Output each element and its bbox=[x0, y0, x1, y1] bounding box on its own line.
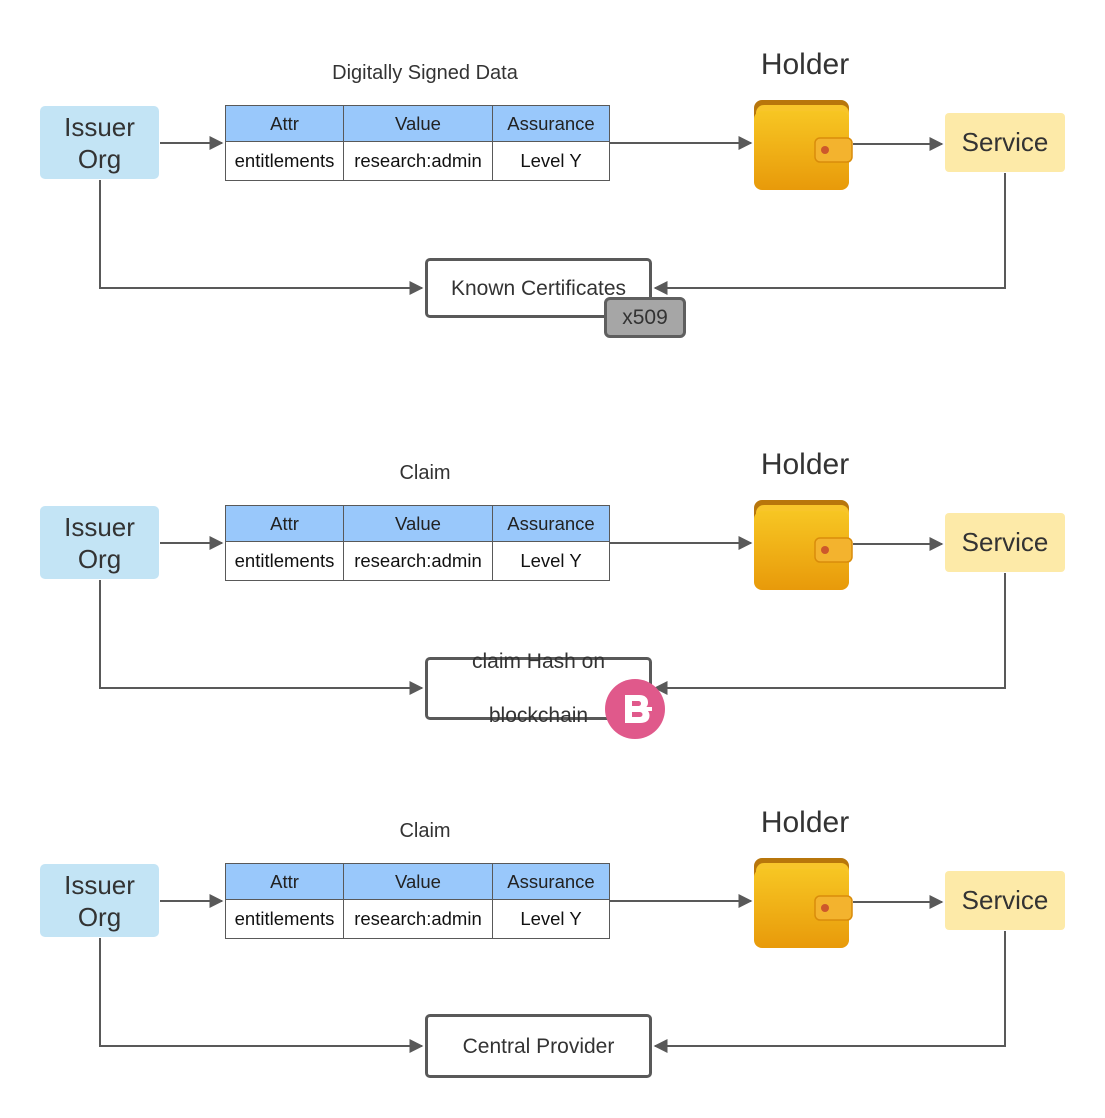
table-header-row: Attr Value Assurance bbox=[225, 863, 610, 900]
header-attr: Attr bbox=[225, 863, 344, 900]
attribute-table: Attr Value Assurance entitlements resear… bbox=[225, 505, 610, 581]
wallet-icon bbox=[754, 500, 853, 590]
cell-attr: entitlements bbox=[225, 541, 344, 581]
service-label: Service bbox=[961, 527, 1049, 557]
caption: Claim bbox=[399, 462, 451, 484]
table-header-row: Attr Value Assurance bbox=[225, 505, 610, 542]
holder-title: Holder bbox=[760, 448, 850, 481]
attribute-table: Attr Value Assurance entitlements resear… bbox=[225, 863, 610, 939]
service-box: Service bbox=[945, 513, 1065, 572]
panel-digitally-signed: Digitally Signed Data Holder Issuer Org … bbox=[0, 0, 1105, 360]
issuer-label: Issuer Org bbox=[50, 111, 150, 175]
table-row: entitlements research:admin Level Y bbox=[225, 541, 610, 581]
header-value: Value bbox=[343, 505, 493, 542]
x509-label: x509 bbox=[622, 305, 668, 329]
caption: Claim bbox=[399, 820, 451, 842]
issuer-label-line2: Org bbox=[77, 901, 122, 932]
verifier-label-line1: claim Hash on bbox=[471, 650, 606, 673]
header-assurance: Assurance bbox=[492, 863, 610, 900]
holder-title: Holder bbox=[760, 48, 850, 81]
connectors bbox=[99, 136, 1006, 295]
x509-badge: x509 bbox=[604, 297, 686, 338]
blockchain-b-icon bbox=[605, 679, 665, 739]
wallet-icon bbox=[754, 858, 853, 948]
header-value: Value bbox=[343, 105, 493, 142]
verifier-label-line2: blockchain bbox=[488, 704, 589, 727]
verifier-label-line1: Central Provider bbox=[462, 1034, 615, 1058]
issuer-org-box: Issuer Org bbox=[40, 106, 159, 179]
table-row: entitlements research:admin Level Y bbox=[225, 899, 610, 939]
cell-assurance: Level Y bbox=[492, 541, 610, 581]
verifier-label: claim Hash on blockchain bbox=[472, 648, 605, 729]
issuer-label-line2: Org bbox=[77, 543, 122, 574]
table-header-row: Attr Value Assurance bbox=[225, 105, 610, 142]
issuer-label-line1: Issuer bbox=[64, 511, 135, 542]
header-assurance: Assurance bbox=[492, 505, 610, 542]
cell-assurance: Level Y bbox=[492, 141, 610, 181]
central-provider-box: Central Provider bbox=[425, 1014, 652, 1078]
issuer-label: Issuer Org bbox=[50, 869, 150, 933]
holder-title: Holder bbox=[760, 806, 850, 839]
header-value: Value bbox=[343, 863, 493, 900]
cell-value: research:admin bbox=[343, 899, 493, 939]
service-box: Service bbox=[945, 871, 1065, 930]
issuer-label-line2: Org bbox=[77, 143, 122, 174]
header-attr: Attr bbox=[225, 505, 344, 542]
service-box: Service bbox=[945, 113, 1065, 172]
connectors bbox=[99, 894, 1006, 1053]
cell-attr: entitlements bbox=[225, 899, 344, 939]
issuer-org-box: Issuer Org bbox=[40, 864, 159, 937]
connectors bbox=[99, 536, 1006, 695]
cell-assurance: Level Y bbox=[492, 899, 610, 939]
verifier-label-line1: Known Certificates bbox=[450, 276, 627, 300]
cell-value: research:admin bbox=[343, 141, 493, 181]
issuer-org-box: Issuer Org bbox=[40, 506, 159, 579]
service-label: Service bbox=[961, 127, 1049, 157]
verifier-label: Central Provider bbox=[463, 1033, 615, 1060]
table-row: entitlements research:admin Level Y bbox=[225, 141, 610, 181]
caption: Digitally Signed Data bbox=[332, 62, 518, 84]
wallet-icon bbox=[754, 100, 853, 190]
issuer-to-verifier-arrow bbox=[99, 938, 424, 1053]
cell-value: research:admin bbox=[343, 541, 493, 581]
header-attr: Attr bbox=[225, 105, 344, 142]
panel-claim-blockchain: Claim Holder Issuer Org Attr Value Assur… bbox=[0, 400, 1105, 760]
service-label: Service bbox=[961, 885, 1049, 915]
attribute-table: Attr Value Assurance entitlements resear… bbox=[225, 105, 610, 181]
issuer-label-line1: Issuer bbox=[64, 869, 135, 900]
issuer-to-verifier-arrow bbox=[99, 180, 424, 295]
cell-attr: entitlements bbox=[225, 141, 344, 181]
issuer-to-verifier-arrow bbox=[99, 580, 424, 695]
verifier-label: Known Certificates bbox=[451, 275, 626, 302]
service-to-verifier-arrow bbox=[653, 573, 1006, 695]
panel-claim-central: Claim Holder Issuer Org Attr Value Assur… bbox=[0, 758, 1105, 1118]
service-to-verifier-arrow bbox=[653, 173, 1006, 295]
header-assurance: Assurance bbox=[492, 105, 610, 142]
issuer-label: Issuer Org bbox=[50, 511, 150, 575]
issuer-label-line1: Issuer bbox=[64, 111, 135, 142]
service-to-verifier-arrow bbox=[653, 931, 1006, 1053]
